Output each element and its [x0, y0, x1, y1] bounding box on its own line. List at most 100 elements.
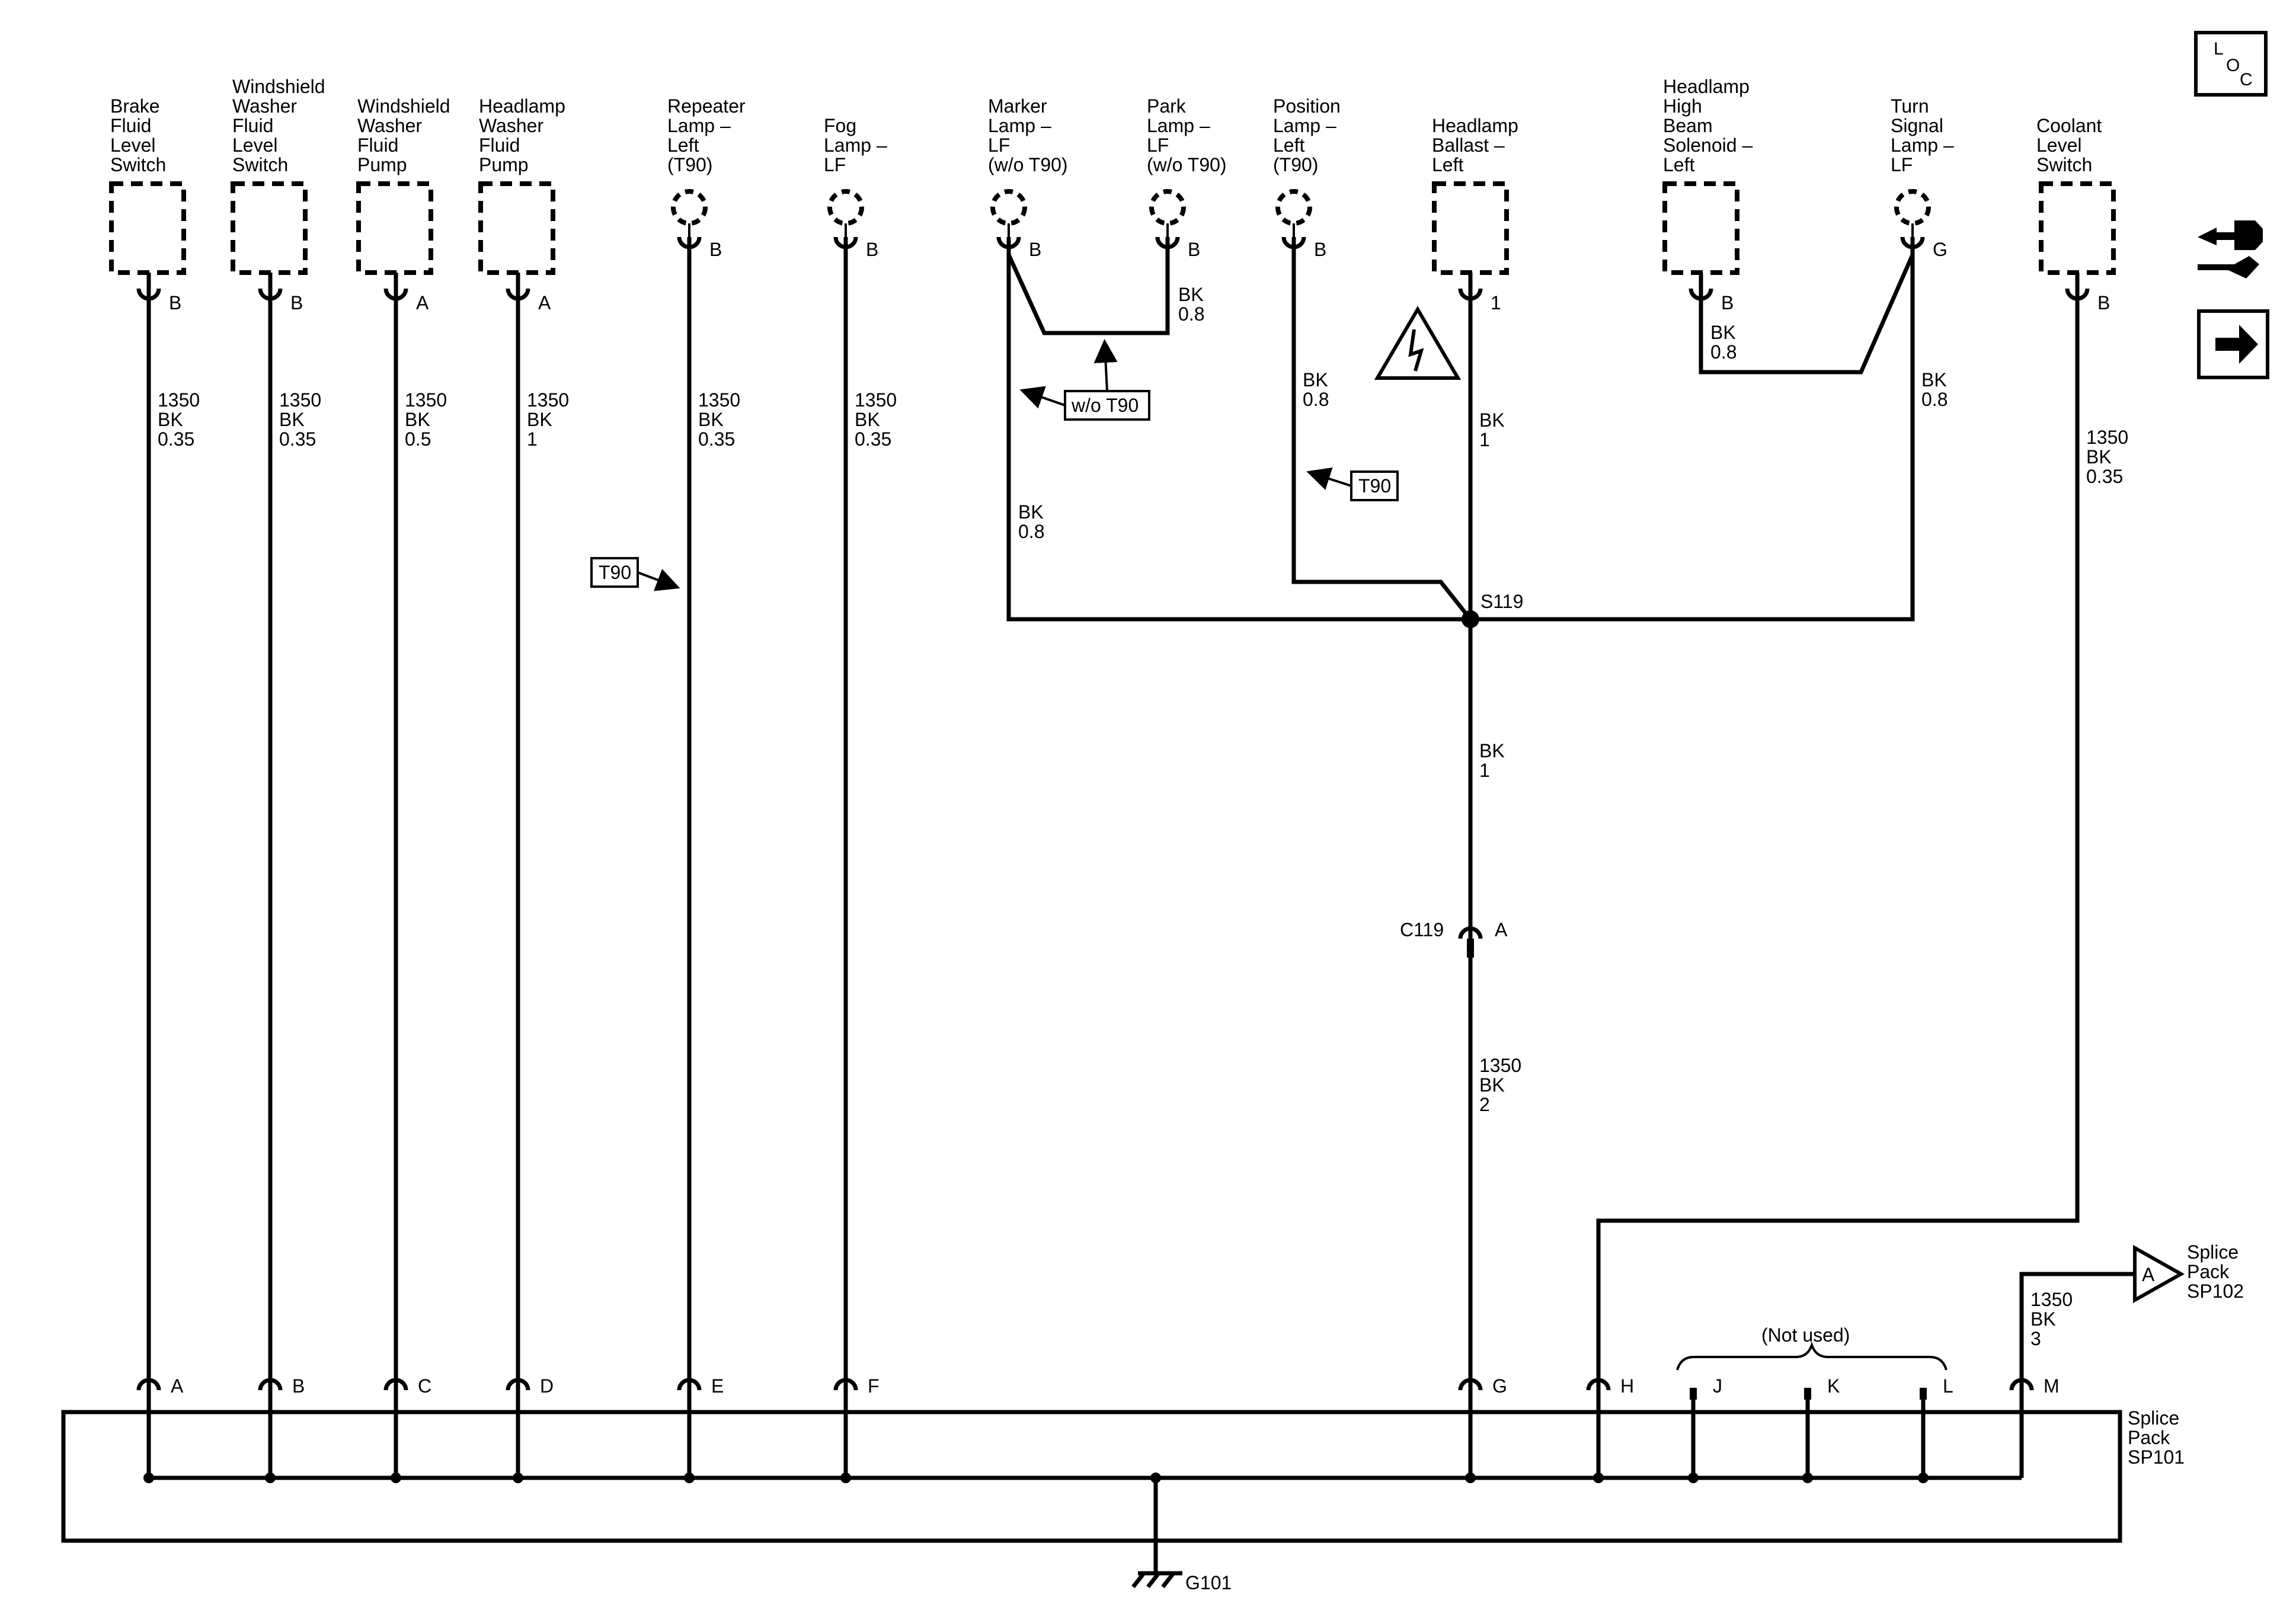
loc-icon[interactable]: L O C: [2194, 31, 2268, 97]
repeater-lamp-bulb-icon: [671, 189, 708, 237]
not-used-bracket: (Not used): [1676, 1324, 1948, 1371]
splice-s119-dot: [1462, 610, 1479, 628]
pin-label: 1: [1491, 292, 1501, 313]
callout-arrow-icon: [1019, 386, 1066, 409]
pin-label: H: [1620, 1375, 1634, 1397]
wire-m: [2019, 1272, 2135, 1380]
pin-label: E: [711, 1375, 724, 1397]
callout-arrow-icon: [1306, 467, 1352, 490]
splice-pack-pins: A B C D E F G H J K L M: [136, 1375, 2060, 1400]
next-page-arrow-icon[interactable]: [2197, 309, 2269, 379]
loc-letter-o: O: [2226, 56, 2240, 75]
high-voltage-warning-icon: [1374, 306, 1462, 380]
ground-g101-label: G101: [1185, 1572, 1232, 1593]
not-used-label: (Not used): [1761, 1324, 1850, 1346]
coolant-level-switch-box: [2039, 181, 2116, 275]
connector-c119-pin-label: A: [1495, 919, 1508, 940]
wire-high-beam-jumper: [1699, 254, 1915, 375]
t90-repeater-callout-text: T90: [599, 562, 631, 583]
pin-label: B: [1188, 239, 1200, 260]
brace-icon: [1676, 1341, 1948, 1371]
callout-arrow-icon: [1093, 339, 1118, 392]
ground-g101: G101: [1131, 1478, 1232, 1593]
loc-letter-c: C: [2240, 70, 2253, 89]
top-connector-pins: B B A A B B B B B 1 B G B: [136, 236, 2110, 313]
connector-end-view-icon[interactable]: [2198, 220, 2263, 279]
marker-lamp-bulb-icon: [990, 189, 1027, 237]
pin-label: A: [416, 292, 429, 313]
lamp-symbols: [671, 189, 1931, 237]
pin-label: M: [2044, 1375, 2060, 1397]
option-callouts: w/o T90 T90 T90: [590, 339, 1399, 591]
turn-signal-lamp-bulb-icon: [1894, 189, 1931, 237]
connector-c119-label: C119: [1400, 919, 1444, 940]
wires: [146, 247, 2135, 1380]
pin-label: B: [1721, 292, 1734, 313]
pin-label: B: [292, 1375, 305, 1397]
pin-label: G: [1933, 239, 1948, 260]
washer-fluid-pump-box: [356, 181, 433, 275]
pin-label: A: [538, 292, 551, 313]
wire-h: [1596, 299, 2080, 1380]
pin-label: B: [709, 239, 722, 260]
callout-arrow-icon: [637, 569, 680, 591]
pin-label: A: [171, 1375, 184, 1397]
pin-label: B: [290, 292, 303, 313]
page-ref-triangle-icon: [2133, 1244, 2185, 1304]
headlamp-washer-pump-box: [478, 181, 555, 275]
pin-label: K: [1827, 1375, 1840, 1397]
pin-label: C: [418, 1375, 431, 1397]
sp102-ref-letter: A: [2142, 1264, 2155, 1285]
wire-s119-bus: [1006, 247, 1915, 622]
park-lamp-bulb-icon: [1149, 189, 1186, 237]
position-lamp-bulb-icon: [1275, 189, 1312, 237]
washer-fluid-level-switch-box: [231, 181, 308, 275]
pin-label: F: [868, 1375, 880, 1397]
t90-position-callout-text: T90: [1358, 475, 1391, 497]
pin-label: L: [1943, 1375, 1953, 1397]
fog-lamp-bulb-icon: [827, 189, 864, 237]
pin-label: B: [169, 292, 181, 313]
pin-label: B: [1029, 239, 1041, 260]
headlamp-ballast-box: [1432, 181, 1509, 275]
component-boxes: [109, 181, 2116, 275]
high-beam-solenoid-box: [1662, 181, 1739, 275]
splice-s119-label: S119: [1480, 591, 1523, 612]
splice-pack-sp101-box: [61, 1410, 2122, 1543]
wire-position-lamp: [1291, 247, 1472, 621]
brake-fluid-level-switch-box: [109, 181, 186, 275]
